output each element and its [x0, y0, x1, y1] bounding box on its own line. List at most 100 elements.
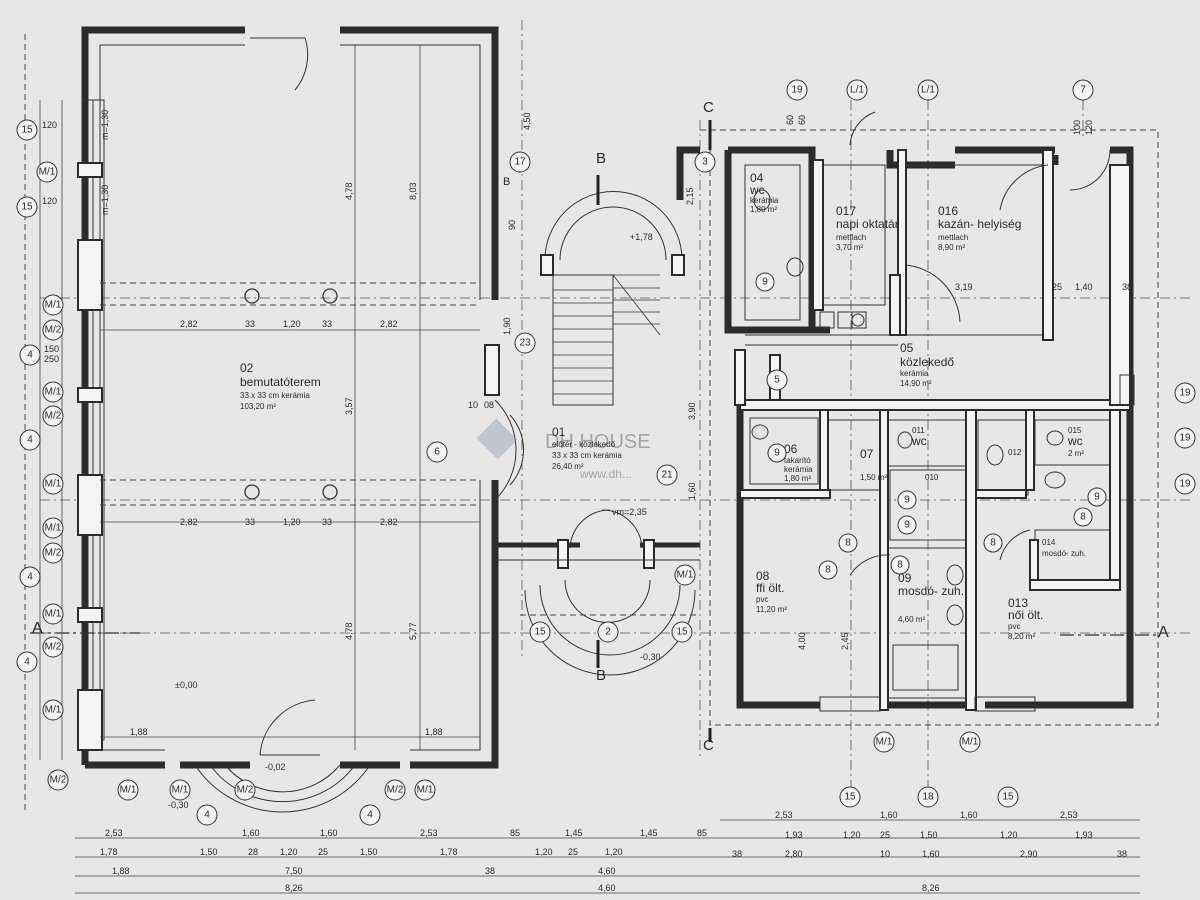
svg-text:8,26: 8,26	[285, 883, 303, 893]
level-markers: ±0,00 -0,02 -0,30 -0,30 +1,78 vm=2,35	[168, 232, 661, 810]
room-01-name: előtér - közlekedő	[552, 440, 616, 449]
level-marker: -0,30	[640, 652, 661, 662]
svg-text:4: 4	[367, 810, 373, 821]
axis-bubbles: 15 M/1 15 M/1 M/2 4 M/1 M/2 4 M/1 M/1 M/…	[16, 79, 1196, 826]
axis-bubble: M/1	[36, 161, 58, 183]
svg-text:1,60: 1,60	[960, 810, 978, 820]
room-010-number: 010	[925, 473, 939, 482]
room-04-number: 04	[750, 171, 764, 185]
room-02-floor: 33 x 33 cm kerámia	[240, 391, 310, 400]
stair-note: vm=2,35	[612, 507, 647, 517]
level-marker: -0,30	[168, 800, 189, 810]
axis-bubble: 4	[196, 804, 218, 826]
axis-bubble: 9	[755, 272, 775, 292]
room-013-number: 013	[1008, 596, 1028, 610]
svg-text:150: 150	[44, 344, 59, 354]
svg-text:2,90: 2,90	[1020, 849, 1038, 859]
axis-bubble: 23	[514, 332, 536, 354]
svg-text:M/2: M/2	[45, 411, 62, 422]
svg-text:6: 6	[434, 447, 440, 458]
room-05-number: 05	[900, 341, 914, 355]
svg-text:M/1: M/1	[39, 167, 56, 178]
room-016-name: kazán- helyiség	[938, 217, 1021, 231]
axis-bubble: M/2	[42, 405, 64, 427]
level-marker: ±0,00	[175, 680, 197, 690]
svg-text:M/1: M/1	[677, 570, 694, 581]
svg-text:M/2: M/2	[50, 775, 67, 786]
axis-bubble: 19	[1174, 382, 1196, 404]
section-mark: A	[32, 620, 43, 637]
svg-text:2,82: 2,82	[180, 319, 198, 329]
axis-bubble: 19	[1174, 473, 1196, 495]
svg-text:2,53: 2,53	[420, 828, 438, 838]
svg-text:1,50: 1,50	[200, 847, 218, 857]
svg-text:2,53: 2,53	[105, 828, 123, 838]
section-mark: A	[1158, 624, 1169, 641]
room-07-number: 07	[860, 447, 874, 461]
room-09-number: 09	[898, 571, 912, 585]
axis-bubble: 4	[19, 344, 41, 366]
axis-bubble: 9	[767, 443, 787, 463]
svg-text:1,60: 1,60	[687, 482, 697, 500]
axis-bubble: 15	[839, 786, 861, 808]
svg-text:M/1: M/1	[45, 479, 62, 490]
svg-text:21: 21	[661, 470, 673, 481]
room-08-name: ffi ölt.	[756, 581, 784, 595]
svg-text:28: 28	[248, 847, 258, 857]
svg-text:4,50: 4,50	[522, 112, 532, 130]
svg-text:25: 25	[318, 847, 328, 857]
svg-text:M/1: M/1	[45, 705, 62, 716]
axis-bubble: 4	[16, 651, 38, 673]
svg-text:3,19: 3,19	[955, 282, 973, 292]
axis-bubble: 8	[983, 533, 1003, 553]
svg-text:38: 38	[1122, 282, 1132, 292]
room-06-floor: kerámia	[784, 465, 813, 474]
room-01-number: 01	[552, 425, 566, 439]
svg-text:2,82: 2,82	[380, 517, 398, 527]
room-08-floor: pvc	[756, 595, 768, 604]
axis-bubble: 15	[671, 621, 693, 643]
axis-bubble: 17	[509, 151, 531, 173]
svg-text:1,88: 1,88	[425, 727, 443, 737]
svg-text:90: 90	[507, 220, 517, 230]
svg-text:M/1: M/1	[417, 785, 434, 796]
svg-text:23: 23	[519, 338, 531, 349]
room-012-number: 012	[1008, 448, 1022, 457]
svg-text:19: 19	[1179, 388, 1191, 399]
svg-text:2,80: 2,80	[785, 849, 803, 859]
room-015-name: wc	[1067, 434, 1083, 448]
room-08-area: 11,20 m²	[756, 605, 787, 614]
axis-bubble: 8	[1073, 507, 1093, 527]
svg-text:2,15: 2,15	[685, 187, 695, 205]
room-04-floor: kerámia	[750, 196, 779, 205]
room-08-number: 08	[756, 569, 770, 583]
svg-text:1,60: 1,60	[880, 810, 898, 820]
section-mark: C	[703, 737, 714, 754]
svg-text:2: 2	[605, 627, 611, 638]
axis-bubble: 4	[19, 429, 41, 451]
svg-text:4: 4	[27, 435, 33, 446]
axis-bubble: M/1	[42, 603, 64, 625]
svg-text:19: 19	[1179, 479, 1191, 490]
svg-text:1,78: 1,78	[100, 847, 118, 857]
room-05-area: 14,90 m²	[900, 379, 932, 388]
svg-text:15: 15	[844, 792, 856, 803]
room-016-number: 016	[938, 204, 958, 218]
axis-bubble: 15	[16, 119, 38, 141]
axis-bubble: 6	[426, 441, 448, 463]
svg-text:38: 38	[732, 849, 742, 859]
axis-bubble: M/1	[42, 294, 64, 316]
svg-text:4: 4	[27, 572, 33, 583]
axis-bubble: 19	[1174, 427, 1196, 449]
svg-text:25: 25	[568, 847, 578, 857]
svg-text:85: 85	[510, 828, 520, 838]
svg-text:19: 19	[1179, 433, 1191, 444]
watermark-text: DH HOUSE	[545, 431, 651, 453]
axis-bubble: 5	[766, 369, 788, 391]
section-marks: A A B B B C C	[32, 99, 1169, 754]
plan-dimensions: 2,82 33 1,20 33 2,82 2,82 33 1,20 33 2,8…	[130, 182, 1132, 737]
svg-text:1,40: 1,40	[1075, 282, 1093, 292]
axis-bubble: M/1	[959, 731, 981, 753]
svg-text:5: 5	[774, 375, 780, 386]
